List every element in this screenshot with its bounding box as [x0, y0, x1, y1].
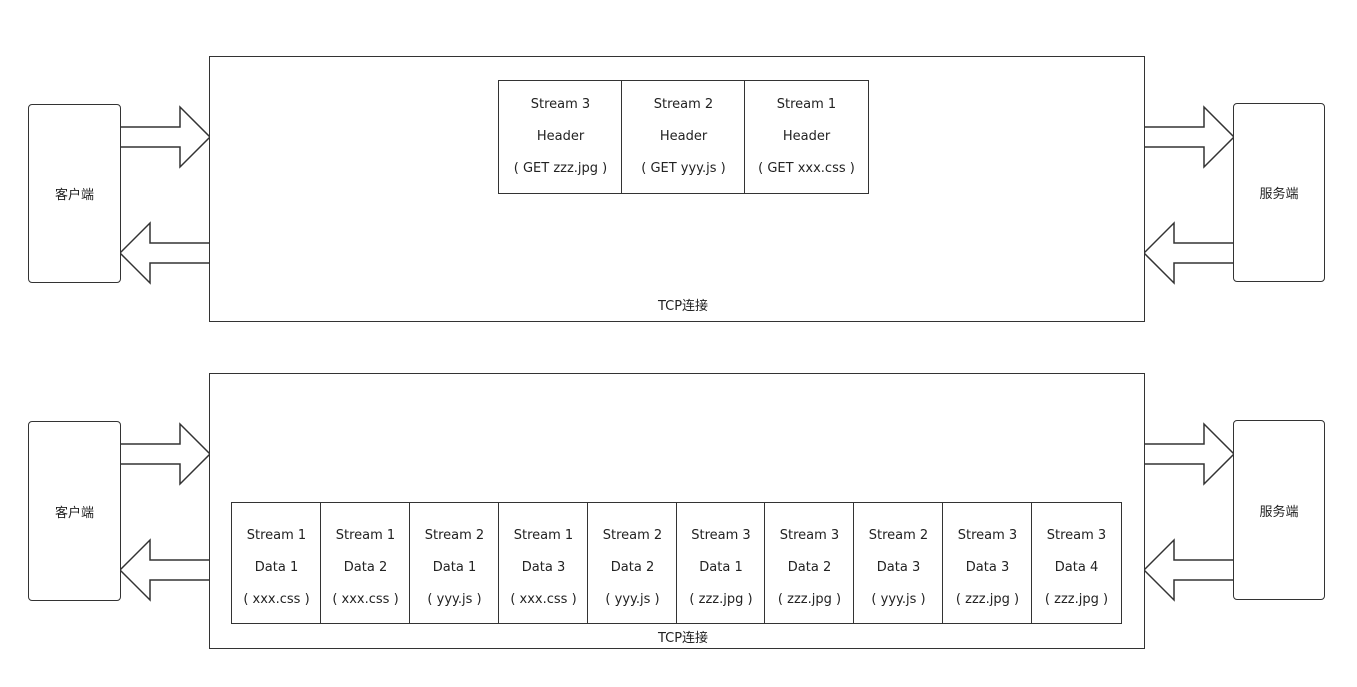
- frame-stream: Stream 1: [335, 527, 396, 543]
- frame-detail: ( zzz.jpg ): [777, 591, 842, 607]
- tcp-connection-label: TCP连接: [657, 299, 709, 314]
- client-to-connection-arrow-icon: [119, 105, 212, 169]
- frame-detail: ( xxx.css ): [243, 591, 310, 607]
- client-box: [28, 421, 121, 601]
- header-frame: Stream 2 Header ( GET yyy.js ): [621, 80, 746, 194]
- frame-detail: ( yyy.js ): [605, 591, 660, 607]
- frame-detail: ( GET xxx.css ): [758, 161, 855, 176]
- data-frame: Stream 2 Data 2 ( yyy.js ): [587, 502, 678, 624]
- client-to-connection-arrow-icon: [119, 422, 212, 486]
- data-frame: Stream 2 Data 1 ( yyy.js ): [409, 502, 500, 624]
- connection-to-client-arrow-icon: [118, 221, 211, 285]
- frame-type: Data 1: [432, 559, 477, 575]
- server-to-connection-arrow-icon: [1142, 221, 1235, 285]
- frame-stream: Stream 3: [957, 527, 1018, 543]
- frame-detail: ( yyy.js ): [427, 591, 482, 607]
- connection-to-server-arrow-icon: [1143, 422, 1236, 486]
- tcp-connection-label: TCP连接: [657, 631, 709, 646]
- frame-stream: Stream 1: [513, 527, 574, 543]
- data-frame: Stream 3 Data 4 ( zzz.jpg ): [1031, 502, 1122, 624]
- connection-to-client-arrow-icon: [118, 538, 211, 602]
- frame-type: Header: [536, 129, 585, 144]
- frame-type: Header: [659, 129, 708, 144]
- frame-type: Data 3: [521, 559, 566, 575]
- frame-type: Header: [782, 129, 831, 144]
- data-frame: Stream 1 Data 2 ( xxx.css ): [320, 502, 411, 624]
- frame-stream: Stream 3: [691, 527, 751, 543]
- frame-stream: Stream 1: [246, 527, 307, 543]
- frame-stream: Stream 2: [602, 527, 663, 543]
- frame-stream: Stream 1: [776, 97, 837, 112]
- connection-to-server-arrow-icon: [1143, 105, 1236, 169]
- frame-type: Data 1: [699, 559, 743, 575]
- frame-detail: ( zzz.jpg ): [1044, 591, 1109, 607]
- data-frame: Stream 3 Data 1 ( zzz.jpg ): [676, 502, 766, 624]
- frame-stream: Stream 2: [653, 97, 714, 112]
- frame-type: Data 2: [787, 559, 832, 575]
- server-label: 服务端: [1259, 504, 1299, 520]
- client-box: [28, 104, 121, 283]
- frame-type: Data 3: [876, 559, 921, 575]
- frame-detail: ( xxx.css ): [510, 591, 577, 607]
- data-frame: Stream 1 Data 3 ( xxx.css ): [498, 502, 589, 624]
- client-label: 客户端: [54, 188, 94, 203]
- frame-stream: Stream 2: [424, 527, 485, 543]
- frame-stream: Stream 3: [530, 97, 591, 112]
- frame-detail: ( xxx.css ): [332, 591, 399, 607]
- frame-detail: ( yyy.js ): [871, 591, 926, 607]
- client-label: 客户端: [54, 505, 94, 521]
- frame-detail: ( zzz.jpg ): [689, 591, 753, 607]
- header-frame: Stream 3 Header ( GET zzz.jpg ): [498, 80, 623, 194]
- frame-stream: Stream 3: [779, 527, 840, 543]
- frame-detail: ( zzz.jpg ): [955, 591, 1020, 607]
- data-frame: Stream 1 Data 1 ( xxx.css ): [231, 502, 322, 624]
- server-box: [1233, 420, 1325, 600]
- data-frame: Stream 2 Data 3 ( yyy.js ): [853, 502, 944, 624]
- header-frame: Stream 1 Header ( GET xxx.css ): [744, 80, 869, 194]
- frame-type: Data 4: [1054, 559, 1099, 575]
- frame-type: Data 3: [965, 559, 1010, 575]
- frame-type: Data 1: [254, 559, 299, 575]
- data-frame: Stream 3 Data 3 ( zzz.jpg ): [942, 502, 1033, 624]
- data-frame: Stream 3 Data 2 ( zzz.jpg ): [764, 502, 855, 624]
- frame-detail: ( GET yyy.js ): [641, 161, 726, 176]
- server-box: [1233, 103, 1325, 282]
- server-label: 服务端: [1259, 187, 1299, 202]
- frame-type: Data 2: [610, 559, 655, 575]
- frame-detail: ( GET zzz.jpg ): [513, 161, 608, 176]
- server-to-connection-arrow-icon: [1142, 538, 1235, 602]
- frame-type: Data 2: [343, 559, 388, 575]
- frame-stream: Stream 3: [1046, 527, 1107, 543]
- frame-stream: Stream 2: [868, 527, 929, 543]
